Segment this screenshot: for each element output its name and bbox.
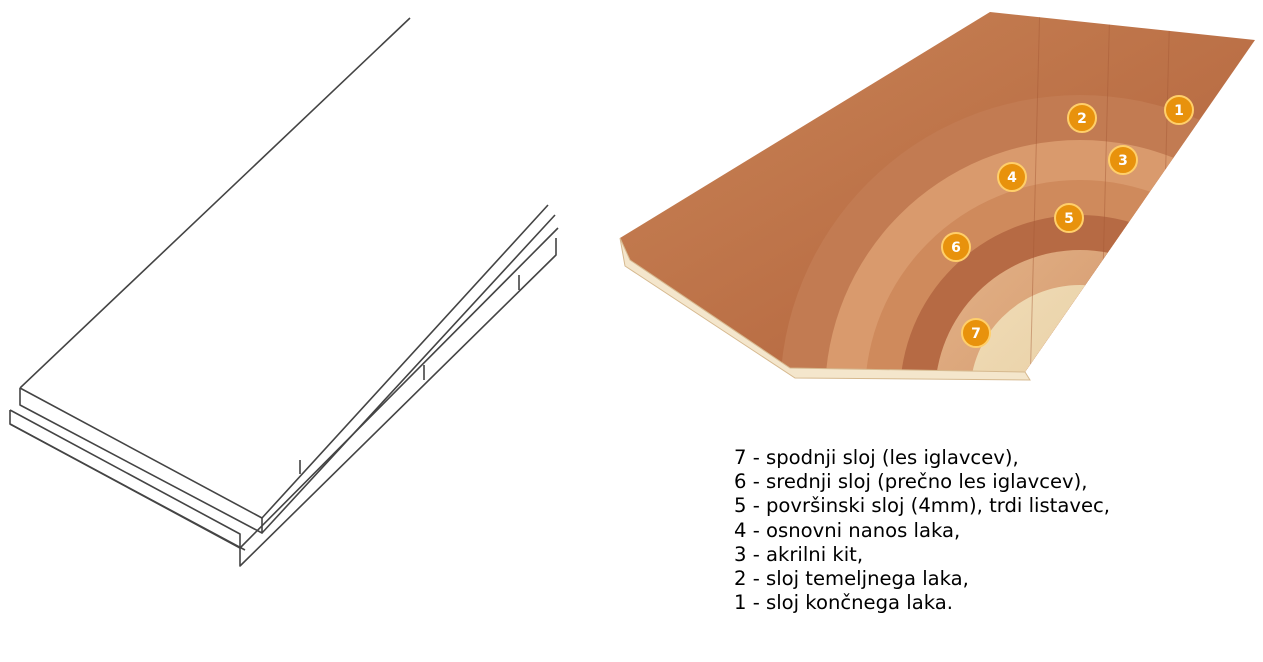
board-top-layer-edge xyxy=(20,388,262,533)
badge-7: 7 xyxy=(962,319,990,347)
badge-5: 5 xyxy=(1055,204,1083,232)
badge-6: 6 xyxy=(942,233,970,261)
badge-7-label: 7 xyxy=(971,326,981,342)
badge-3-label: 3 xyxy=(1118,153,1128,169)
legend-item-5: 5 - površinski sloj (4mm), trdi listavec… xyxy=(734,494,1110,518)
legend-item-3: 3 - akrilni kit, xyxy=(734,543,1110,567)
badge-1-label: 1 xyxy=(1174,103,1184,119)
legend-item-4: 4 - osnovni nanos laka, xyxy=(734,519,1110,543)
legend-item-7: 7 - spodnji sloj (les iglavcev), xyxy=(734,446,1110,470)
board-bottom-layer-edge xyxy=(240,238,556,566)
badge-5-label: 5 xyxy=(1064,211,1074,227)
badge-6-label: 6 xyxy=(951,240,961,256)
badge-2-label: 2 xyxy=(1077,111,1087,127)
legend-item-6: 6 - srednji sloj (prečno les iglavcev), xyxy=(734,470,1110,494)
board-underside-edge xyxy=(10,424,245,550)
badge-1: 1 xyxy=(1165,96,1193,124)
legend-item-1: 1 - sloj končnega laka. xyxy=(734,591,1110,615)
board-notches xyxy=(300,275,519,474)
wood-layers-illustration: 1 2 3 4 5 6 7 xyxy=(610,0,1263,390)
parquet-board-drawing xyxy=(0,0,600,662)
badge-2: 2 xyxy=(1068,104,1096,132)
legend-item-2: 2 - sloj temeljnega laka, xyxy=(734,567,1110,591)
board-middle-layer-edge xyxy=(10,410,240,548)
board-middle-layer-right xyxy=(262,205,555,533)
badge-4-label: 4 xyxy=(1007,170,1017,186)
board-bottom-layer-lines xyxy=(240,228,558,548)
badge-3: 3 xyxy=(1109,146,1137,174)
layer-legend: 7 - spodnji sloj (les iglavcev), 6 - sre… xyxy=(734,446,1110,615)
badge-4: 4 xyxy=(998,163,1026,191)
board-top-face xyxy=(20,18,410,518)
